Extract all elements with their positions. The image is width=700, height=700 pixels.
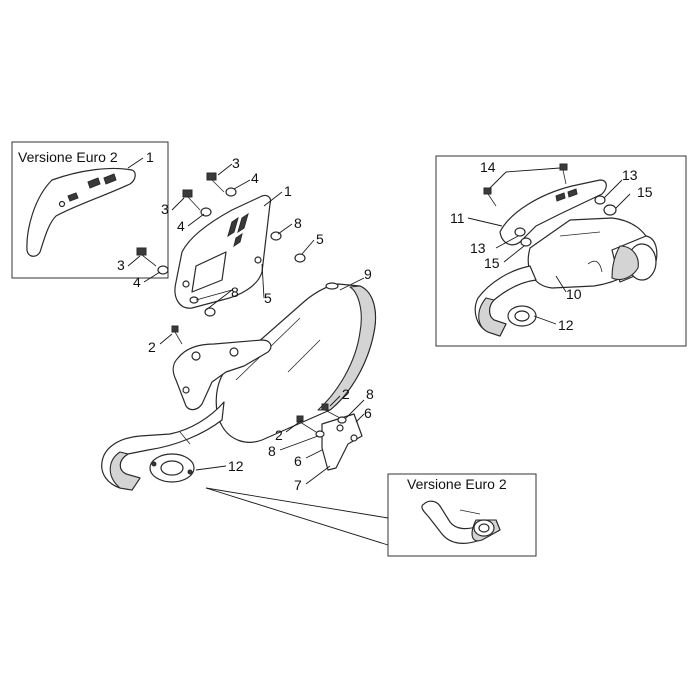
callout-8: 8 — [366, 386, 374, 402]
bolt-icon — [559, 163, 568, 185]
callout-15: 15 — [637, 184, 653, 200]
callout-1: 1 — [284, 183, 292, 199]
callout-4: 4 — [133, 274, 141, 290]
inset-euro2-heat-shield: Versione Euro 2 1 — [11, 141, 169, 279]
nut-icon — [520, 237, 532, 247]
callout-3: 3 — [161, 201, 169, 217]
inset-alternate-muffler — [435, 155, 687, 347]
heat-shield-euro2 — [26, 167, 136, 257]
spacer-icon — [315, 430, 325, 438]
washer-icon — [225, 187, 237, 197]
bolt-icon — [182, 189, 201, 211]
callout-4: 4 — [177, 218, 185, 234]
spacer-icon — [204, 307, 216, 317]
leader-lines — [127, 163, 631, 485]
muffler-assembly — [101, 282, 377, 491]
bolt-icon — [321, 403, 341, 419]
inset-top-part-ref: 1 — [146, 149, 154, 165]
callout-8: 8 — [231, 284, 239, 300]
inset-top-caption: Versione Euro 2 — [18, 149, 118, 165]
heat-shield-assembly — [136, 172, 306, 317]
callout-4: 4 — [251, 170, 259, 186]
spacer-icon — [189, 296, 199, 304]
callout-2: 2 — [275, 427, 283, 443]
callout-7: 7 — [294, 477, 302, 493]
callout-8: 8 — [268, 443, 276, 459]
washer-icon — [157, 265, 169, 275]
washer-icon — [514, 227, 526, 237]
inset-euro2-pipe: Versione Euro 2 — [205, 473, 537, 557]
callout-8: 8 — [294, 215, 302, 231]
callout-13: 13 — [622, 167, 638, 183]
callout-3: 3 — [117, 257, 125, 273]
callout-6: 6 — [294, 453, 302, 469]
callout-10: 10 — [566, 286, 582, 302]
callout-5: 5 — [264, 290, 272, 306]
callout-5: 5 — [316, 231, 324, 247]
callout-12: 12 — [228, 458, 244, 474]
bolt-icon — [483, 187, 497, 207]
callout-numbers: 3 4 1 3 4 8 5 3 4 8 5 9 2 2 8 6 2 8 6 7 … — [117, 155, 653, 493]
spacer-icon — [294, 253, 306, 263]
callout-13: 13 — [470, 240, 486, 256]
bolt-icon — [136, 247, 157, 267]
exhaust-inlet-pipe — [101, 401, 225, 491]
callout-12: 12 — [558, 317, 574, 333]
nut-icon — [603, 204, 617, 216]
inset-bottom-caption: Versione Euro 2 — [407, 476, 507, 492]
callout-2: 2 — [148, 339, 156, 355]
washer-icon — [594, 195, 606, 205]
callout-14: 14 — [480, 159, 496, 175]
callout-11: 11 — [450, 210, 465, 226]
callout-6: 6 — [364, 405, 372, 421]
callout-9: 9 — [364, 266, 372, 282]
spacer-icon — [337, 416, 347, 424]
bolt-icon — [206, 172, 225, 193]
callout-2: 2 — [342, 386, 350, 402]
heat-shield — [174, 194, 272, 309]
rear-support-bracket — [171, 325, 363, 471]
callout-3: 3 — [232, 155, 240, 171]
callout-15: 15 — [484, 255, 500, 271]
bolt-icon — [171, 325, 183, 345]
